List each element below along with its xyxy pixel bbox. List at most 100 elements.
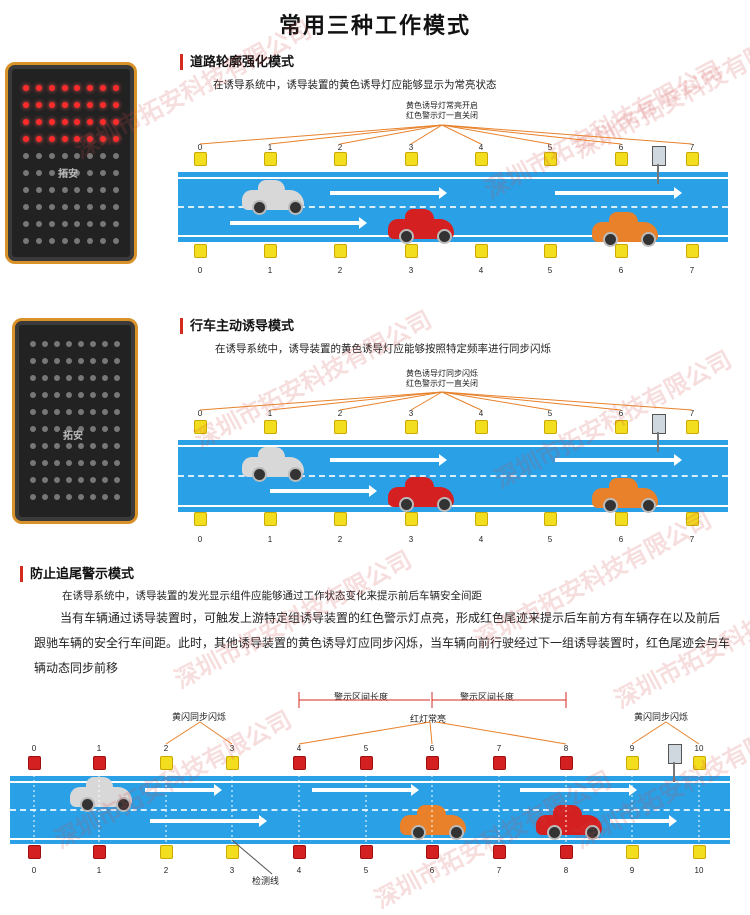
led — [54, 357, 60, 364]
marker-number: 0 — [31, 744, 37, 753]
marker-number: 2 — [337, 409, 343, 418]
led — [90, 374, 96, 381]
flash-arrow — [631, 721, 667, 745]
red-led — [112, 118, 119, 125]
marker-number: 9 — [629, 744, 635, 753]
led — [42, 425, 48, 432]
device-logo: 拓安 — [63, 431, 83, 442]
car-wheel — [287, 200, 303, 215]
yellow-guide-light — [160, 756, 173, 770]
led — [74, 186, 81, 193]
led — [61, 152, 68, 159]
led — [114, 493, 120, 500]
marker-number: 7 — [496, 866, 502, 875]
led — [30, 442, 36, 449]
red-led — [23, 101, 30, 108]
led — [90, 493, 96, 500]
red-led — [23, 118, 30, 125]
led — [23, 152, 30, 159]
note-arrow-line — [269, 124, 443, 145]
led — [90, 476, 96, 483]
led — [42, 374, 48, 381]
yellow-guide-light — [615, 244, 628, 258]
led — [36, 203, 43, 210]
marker-number: 4 — [478, 266, 484, 275]
marker-number: 6 — [618, 409, 624, 418]
led — [102, 391, 108, 398]
led — [99, 203, 106, 210]
red-led — [23, 84, 30, 91]
led — [42, 357, 48, 364]
car-cabin — [85, 777, 114, 789]
road-sign — [652, 146, 666, 166]
led — [102, 357, 108, 364]
note-line: 黄色诱导灯同步闪烁 — [406, 369, 478, 378]
marker-number: 3 — [408, 409, 414, 418]
yellow-guide-light — [544, 244, 557, 258]
red-led — [87, 84, 94, 91]
yellow-guide-light — [615, 420, 628, 434]
yellow-guide-light — [693, 756, 706, 770]
red-warning-light — [426, 756, 439, 770]
led — [90, 459, 96, 466]
led — [54, 442, 60, 449]
marker-number: 6 — [429, 866, 435, 875]
led — [78, 442, 84, 449]
mode2-note: 黄色诱导灯同步闪烁 红色警示灯一直关闭 — [396, 369, 488, 389]
yellow-guide-light — [194, 420, 207, 434]
mode3-description: 在诱导系统中，诱导装置的发光显示组件应能够通过工作状态变化来提示前后车辆安全间距 — [62, 590, 482, 602]
flash-label-left: 黄闪同步闪烁 — [172, 712, 227, 722]
led — [102, 425, 108, 432]
marker-number: 4 — [296, 866, 302, 875]
yellow-guide-light — [334, 152, 347, 166]
led — [99, 237, 106, 244]
led — [23, 169, 30, 176]
car-wheel — [584, 825, 600, 840]
led-grid — [20, 79, 122, 247]
red-on-arrow — [429, 721, 433, 745]
red-led — [36, 84, 43, 91]
led — [30, 425, 36, 432]
marker-number: 9 — [629, 866, 635, 875]
car-wheel — [251, 200, 267, 215]
car-orange — [592, 478, 658, 513]
lane-arrow — [230, 217, 367, 229]
led — [66, 357, 72, 364]
red-warning-light — [493, 756, 506, 770]
yellow-guide-light — [686, 244, 699, 258]
led — [54, 374, 60, 381]
marker-number: 1 — [96, 744, 102, 753]
note-line: 黄色诱导灯常亮开启 — [406, 101, 478, 110]
red-led — [87, 135, 94, 142]
led — [54, 391, 60, 398]
led — [42, 459, 48, 466]
red-led — [61, 135, 68, 142]
road-edge — [178, 177, 728, 179]
note-arrow-line — [441, 124, 693, 145]
lane-arrow — [145, 784, 222, 796]
red-warning-light — [293, 756, 306, 770]
marker-number: 0 — [197, 535, 203, 544]
marker-number: 6 — [618, 266, 624, 275]
marker-number: 7 — [689, 143, 695, 152]
led — [112, 220, 119, 227]
led — [61, 203, 68, 210]
marker-number: 0 — [197, 143, 203, 152]
car-orange — [592, 212, 658, 247]
note-arrow-line — [441, 391, 551, 411]
marker-number: 10 — [694, 866, 704, 875]
led — [87, 169, 94, 176]
yellow-guide-light — [475, 244, 488, 258]
marker-number: 7 — [496, 744, 502, 753]
device-logo: 拓安 — [58, 169, 78, 180]
detect-line-label: 检测线 — [252, 876, 280, 886]
mode1-title: 道路轮廓强化模式 — [180, 54, 294, 70]
car-wheel — [546, 825, 562, 840]
road-edge — [178, 505, 728, 507]
led — [74, 203, 81, 210]
yellow-guide-light — [405, 512, 418, 526]
red-warning-light — [360, 756, 373, 770]
red-led — [36, 101, 43, 108]
red-led — [112, 135, 119, 142]
car-wheel — [448, 825, 464, 840]
